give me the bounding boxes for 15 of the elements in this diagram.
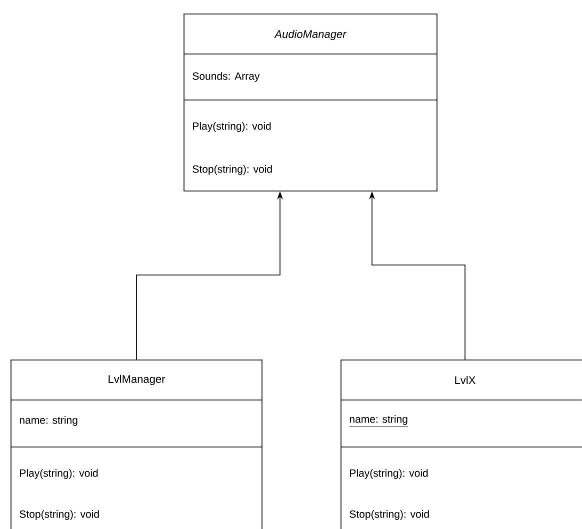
method: Stop(string): void: [20, 510, 99, 520]
class-name: LvlManager: [108, 374, 166, 386]
class-name: AudioManager: [274, 30, 347, 40]
attribute: name: string: [20, 416, 78, 426]
class-name: LvlX: [455, 376, 476, 384]
method: Stop(string): void: [350, 510, 429, 520]
method: Play(string): void: [20, 469, 98, 479]
class-box: [10, 360, 262, 529]
class-box: [184, 14, 438, 192]
attribute: name: string: [349, 415, 408, 426]
method: Stop(string): void: [192, 165, 272, 175]
attribute: Sounds: Array: [192, 72, 260, 82]
class-box: [340, 360, 582, 529]
method: Play(string): void: [350, 469, 428, 479]
method: Play(string): void: [193, 122, 271, 132]
